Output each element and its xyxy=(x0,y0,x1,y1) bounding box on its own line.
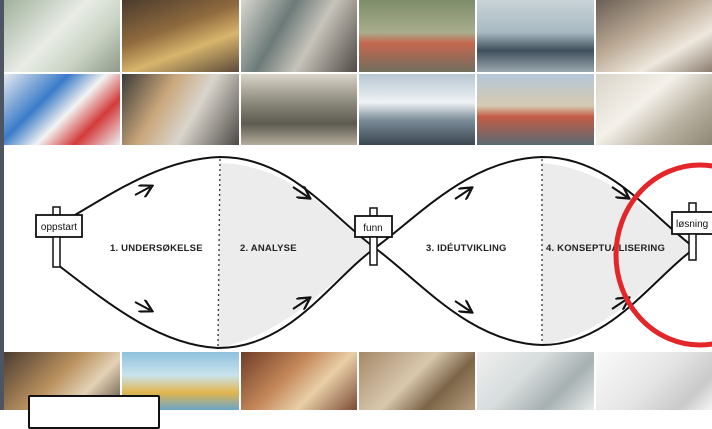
arrow-icon xyxy=(611,299,627,309)
phase-label-konseptualisering: 4. KONSEPTUALISERING xyxy=(546,243,665,254)
highlight-circle xyxy=(613,162,712,348)
arrow-icon xyxy=(611,187,627,197)
phase-label-analyse: 2. ANALYSE xyxy=(240,243,297,254)
kids-photo xyxy=(359,0,476,72)
diamond-1-upper-curve xyxy=(57,155,376,249)
brochures-photo xyxy=(4,0,121,72)
sketch-photo xyxy=(595,73,712,145)
signpost-losning: løsning xyxy=(671,202,712,261)
arrow-icon xyxy=(454,301,470,311)
storyboard-photo xyxy=(595,352,712,410)
table-photo xyxy=(240,352,357,410)
arrow-icon xyxy=(292,299,308,309)
workshop-photo xyxy=(595,0,712,72)
classroom-photo xyxy=(240,73,357,145)
signpost-oppstart: oppstart xyxy=(35,206,83,268)
sign-label-losning: løsning xyxy=(676,219,708,230)
meeting-photo xyxy=(122,0,239,72)
arrow-icon xyxy=(134,302,150,310)
left-edge-bar xyxy=(0,0,4,410)
phase-label-undersokelse: 1. UNDERSØKELSE xyxy=(110,243,203,254)
overlay-box xyxy=(28,395,160,429)
arrow-icon xyxy=(134,187,150,195)
map-photo xyxy=(477,352,594,410)
harbor-photo xyxy=(477,73,594,145)
sign-label-funn: funn xyxy=(363,223,382,234)
diamond-2-lower-curve xyxy=(374,247,696,347)
process-diagram: 1. UNDERSØKELSE 2. ANALYSE 3. IDÉUTVIKLI… xyxy=(35,155,712,350)
bus-photo xyxy=(359,73,476,145)
top-photo-strip xyxy=(4,0,712,145)
diamond-1-lower-curve xyxy=(57,247,376,350)
arrow-icon xyxy=(292,187,308,197)
diamond-2-upper-curve xyxy=(374,155,696,249)
newspaper-photo xyxy=(240,0,357,72)
ferry-photo xyxy=(477,0,594,72)
sign-label-oppstart: oppstart xyxy=(41,222,77,233)
phase-label-ideutvikling: 3. IDÉUTVIKLING xyxy=(426,243,507,254)
cards-photo xyxy=(4,73,121,145)
bottom-photo-strip xyxy=(4,352,712,410)
interview-photo xyxy=(122,73,239,145)
arrow-icon xyxy=(454,189,470,199)
drawing-photo xyxy=(359,352,476,410)
analyse-shaded-area xyxy=(218,163,375,348)
signpost-funn: funn xyxy=(354,207,393,266)
diamond-1-divider xyxy=(217,158,221,347)
